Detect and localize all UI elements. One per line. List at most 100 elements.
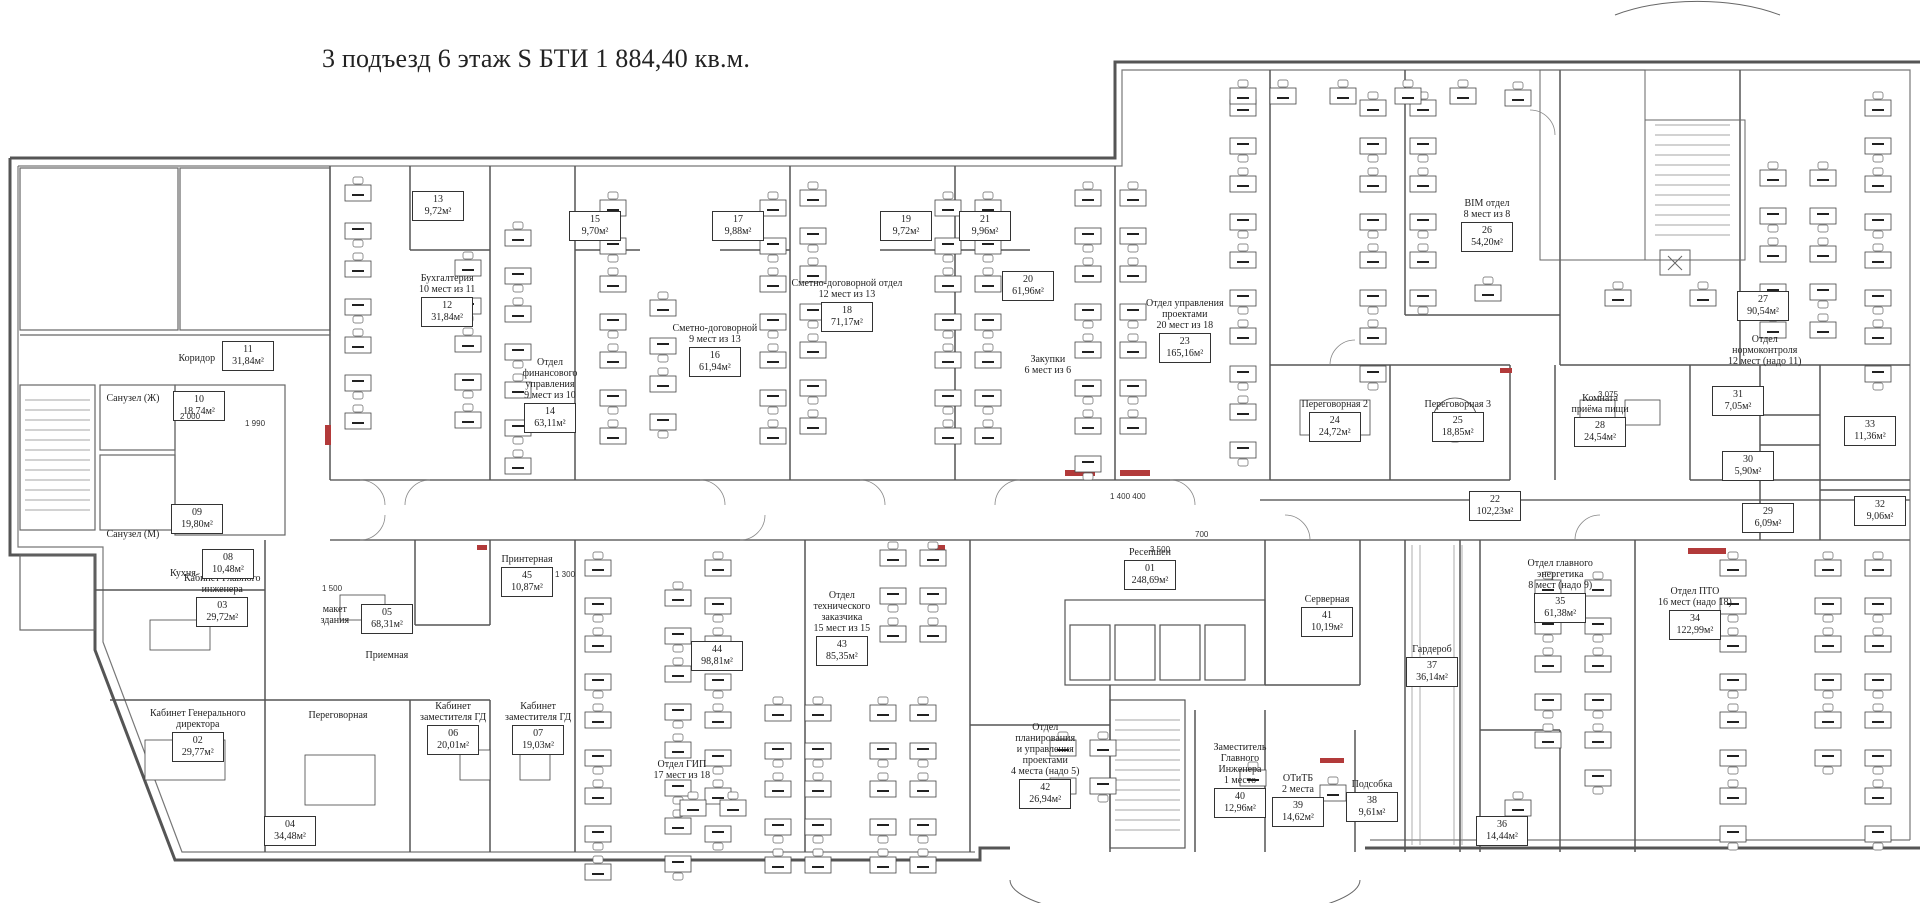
workstation-desk: [1229, 395, 1257, 421]
workstation-desk: [1359, 365, 1387, 391]
workstation-desk: [1449, 79, 1477, 105]
workstation-desk: [1074, 379, 1102, 405]
workstation-desk: [1864, 779, 1892, 805]
workstation-desk: [1074, 257, 1102, 283]
workstation-desk: [649, 291, 677, 317]
workstation-desk: [764, 818, 792, 844]
workstation-desk: [704, 703, 732, 729]
workstation-desk: [704, 673, 732, 699]
workstation-desk: [1759, 237, 1787, 263]
workstation-desk: [1394, 79, 1422, 105]
workstation-desk: [764, 772, 792, 798]
workstation-desk: [664, 855, 692, 881]
workstation-desk: [1864, 365, 1892, 391]
workstation-desk: [584, 551, 612, 577]
workstation-desk: [1504, 81, 1532, 107]
workstation-desk: [1719, 673, 1747, 699]
workstation-desk: [1719, 825, 1747, 851]
workstation-desk: [759, 343, 787, 369]
workstation-desk: [599, 237, 627, 263]
workstation-desk: [584, 673, 612, 699]
workstation-desk: [504, 267, 532, 293]
workstation-desk: [1809, 283, 1837, 309]
workstation-desk: [1814, 627, 1842, 653]
workstation-desk: [1119, 303, 1147, 329]
workstation-desk: [919, 617, 947, 643]
workstation-desk: [759, 267, 787, 293]
plan-title: 3 подъезд 6 этаж S БТИ 1 884,40 кв.м.: [322, 44, 751, 73]
workstation-desk: [909, 696, 937, 722]
workstation-desk: [1359, 137, 1387, 163]
workstation-desk: [1719, 703, 1747, 729]
workstation-desk: [934, 313, 962, 339]
dimension-label: 700: [1195, 530, 1209, 539]
workstation-desk: [799, 227, 827, 253]
workstation-desk: [799, 379, 827, 405]
workstation-desk: [504, 221, 532, 247]
workstation-desk: [879, 587, 907, 613]
workstation-desk: [1089, 777, 1117, 803]
workstation-desk: [1409, 289, 1437, 315]
workstation-desk: [1119, 379, 1147, 405]
dimension-label: 1 300: [555, 570, 576, 579]
workstation-desk: [1864, 551, 1892, 577]
workstation-desk: [804, 742, 832, 768]
workstation-desk: [934, 419, 962, 445]
workstation-desk: [344, 252, 372, 278]
workstation-desk: [1229, 79, 1257, 105]
workstation-desk: [1269, 79, 1297, 105]
workstation-desk: [1864, 627, 1892, 653]
workstation-desk: [1864, 825, 1892, 851]
workstation-desk: [1864, 319, 1892, 345]
workstation-desk: [804, 772, 832, 798]
workstation-desk: [1359, 243, 1387, 269]
workstation-desk: [1719, 779, 1747, 805]
workstation-desk: [344, 374, 372, 400]
workstation-desk: [1229, 319, 1257, 345]
workstation-desk: [869, 818, 897, 844]
workstation-desk: [934, 389, 962, 415]
workstation-desk: [1074, 409, 1102, 435]
workstation-desk: [909, 772, 937, 798]
workstation-desk: [1409, 243, 1437, 269]
workstation-desk: [1809, 313, 1837, 339]
